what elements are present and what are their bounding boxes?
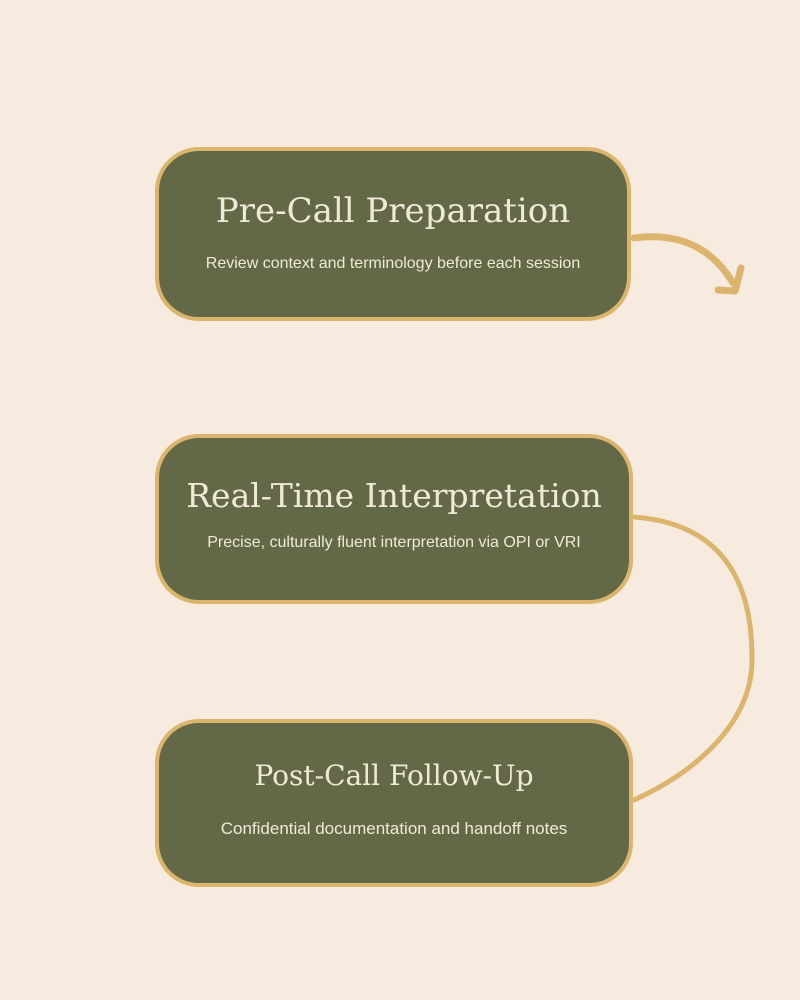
curve-connector-2 [631,514,755,803]
step-description: Confidential documentation and handoff n… [220,819,568,838]
step-box-pre-call: Pre-Call Preparation Review context and … [155,147,631,321]
arrow-head-icon [714,264,745,295]
arrow-connector-1 [630,233,737,287]
step-description: Review context and terminology before ea… [205,255,581,272]
step-title: Pre-Call Preparation [215,191,571,231]
step-title: Real-Time Interpretation [186,476,602,515]
step-description: Precise, culturally fluent interpretatio… [207,534,581,551]
step-title: Post-Call Follow-Up [254,759,534,792]
step-box-real-time: Real-Time Interpretation Precise, cultur… [155,434,633,604]
step-box-post-call: Post-Call Follow-Up Confidential documen… [155,719,633,887]
